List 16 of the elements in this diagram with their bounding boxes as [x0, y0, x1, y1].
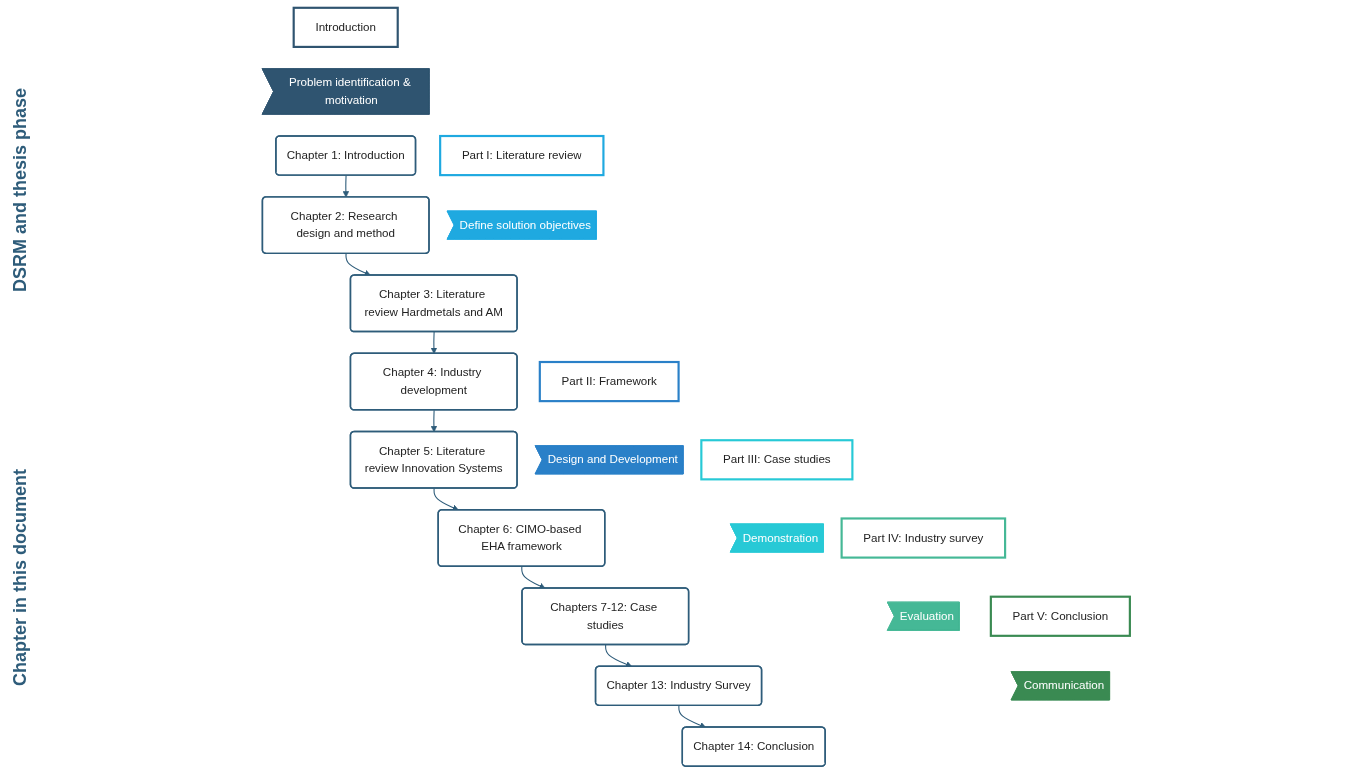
node-box: Part IV: Industry survey	[840, 517, 1007, 559]
arrow	[605, 644, 633, 668]
node-box: Part III: Case studies	[700, 439, 854, 481]
node-box: Part I: Literature review	[439, 134, 605, 177]
arrow	[521, 566, 546, 589]
arrow	[678, 705, 707, 729]
arrow	[430, 409, 438, 433]
axis-label: Chapter in this document	[9, 468, 31, 686]
arrow	[430, 331, 438, 354]
arrow	[342, 174, 350, 198]
node-box: Part II: Framework	[538, 360, 680, 403]
node-box: Introduction	[292, 6, 399, 48]
axis-label: DSRM and thesis phase	[9, 88, 31, 293]
arrow	[345, 253, 371, 276]
node-box: Part V: Conclusion	[989, 595, 1131, 637]
arrow	[433, 487, 459, 511]
